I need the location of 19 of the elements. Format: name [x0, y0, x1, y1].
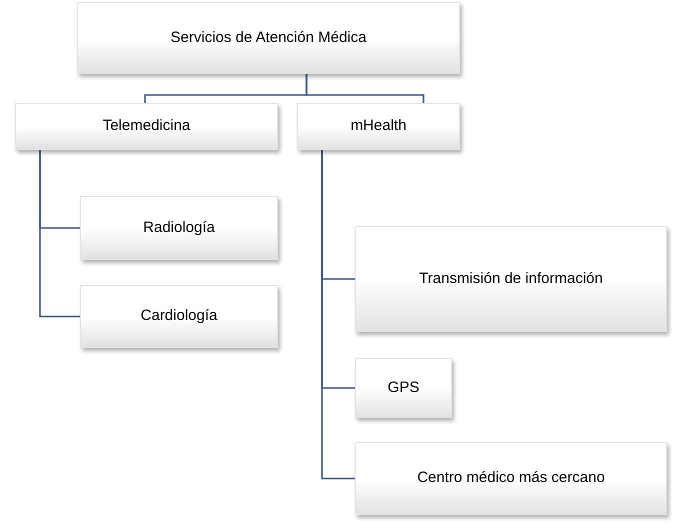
process-box — [355, 358, 452, 418]
connector-line — [39, 150, 80, 318]
process-box — [355, 226, 667, 332]
box-label: Servicios de Atención Médica — [170, 28, 366, 48]
box-label: Centro médico más cercano — [417, 468, 605, 488]
box-label: mHealth — [350, 116, 406, 136]
process-box — [355, 442, 667, 515]
process-box — [15, 103, 278, 150]
process-box — [80, 196, 278, 260]
process-box — [80, 285, 278, 348]
box-label: Radiología — [143, 218, 215, 238]
connector-line — [306, 74, 424, 103]
connector-line — [321, 150, 355, 480]
box-label: Transmisión de información — [419, 268, 603, 289]
box-label: Cardiología — [140, 306, 218, 326]
box-label: Telemedicina — [102, 116, 190, 136]
box-label: GPS — [388, 378, 420, 398]
process-box — [297, 103, 460, 150]
process-box — [77, 2, 460, 74]
